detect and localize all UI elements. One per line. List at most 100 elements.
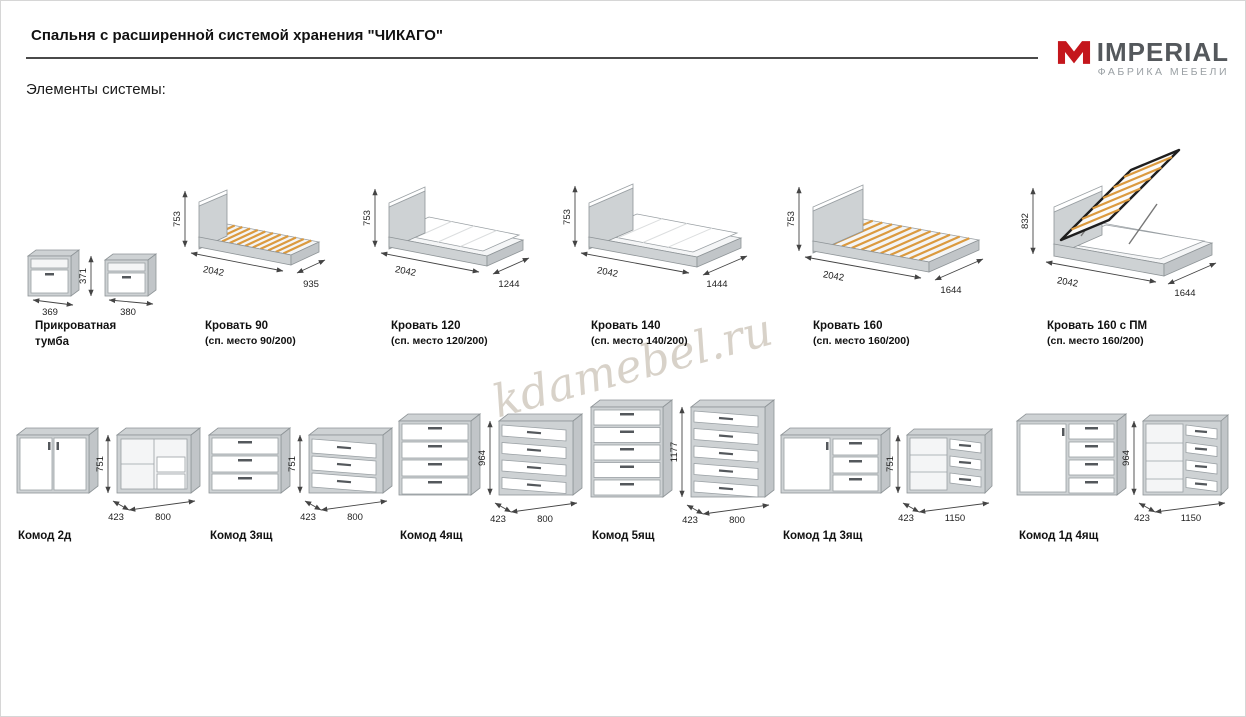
product-dresser-4dr: 964 423 800 Комод 4ящ	[395, 403, 590, 545]
product-subtitle: (сп. место 160/200)	[813, 334, 910, 347]
dim-length-label: 2042	[822, 269, 845, 284]
dim-depth-label: 423	[490, 514, 506, 525]
header-divider	[26, 57, 1038, 59]
dresser-1d-3dr-drawing: 751 423 1150	[779, 427, 994, 524]
bed-geometry	[387, 186, 525, 267]
dim-width-label: 935	[303, 279, 319, 290]
product-subtitle: (сп. место 120/200)	[391, 334, 488, 347]
bed-geometry	[811, 184, 981, 273]
dim-height-label: 753	[786, 211, 797, 227]
dimension-lines: 964 423 1150	[1121, 420, 1226, 524]
dim-height-label: 371	[78, 268, 89, 284]
dim-depth-label: 423	[300, 512, 316, 523]
dresser-1d-4dr-drawing: 964 423 1150	[1015, 413, 1230, 524]
bed-geometry	[587, 183, 743, 268]
dim-width-label: 1644	[940, 285, 961, 296]
brand-logo: IMPERIAL ФАБРИКА МЕБЕЛИ	[1049, 39, 1229, 78]
product-title: Комод 1д 4ящ	[1019, 530, 1099, 542]
page-title: Спальня с расширенной системой хранения …	[31, 27, 444, 44]
dresser-geometry	[1015, 413, 1230, 496]
dim-width-label: 1444	[706, 279, 727, 290]
dimension-lines: 371 369 380	[32, 255, 154, 318]
dim-length-label: 2042	[596, 265, 619, 280]
dim-width-label: 800	[347, 512, 363, 523]
product-dresser-1d-3dr: 751 423 1150 Комод 1д 3ящ	[779, 417, 994, 545]
product-bed-120: 753 2042 1244 Кровать 120 (сп. место 120…	[359, 181, 539, 348]
product-bed-90: 753 2042 935 Кровать 90 (сп. место 90/20…	[169, 181, 339, 348]
dim-width-label: 800	[537, 514, 553, 525]
bed-120-drawing: 753 2042 1244	[362, 186, 530, 290]
dimension-lines: 751 423 800	[95, 434, 196, 523]
dim-height-label: 751	[885, 456, 896, 472]
product-title: Комод 4ящ	[400, 530, 463, 542]
dim-height-label: 753	[562, 209, 573, 225]
dresser-3dr-drawing: 751 423 800	[207, 427, 394, 523]
dim-height-label: 832	[1020, 213, 1031, 229]
brand-tagline: ФАБРИКА МЕБЕЛИ	[1097, 66, 1229, 78]
product-subtitle: (сп. место 140/200)	[591, 334, 688, 347]
dim-width-label: 1644	[1174, 288, 1195, 299]
dresser-geometry	[397, 413, 584, 496]
dim-height-label: 753	[172, 211, 183, 227]
dim-length-label: 2042	[202, 264, 225, 279]
dim-width-label: 800	[155, 512, 171, 523]
product-title: Кровать 160 с ПМ	[1047, 320, 1148, 332]
dimension-lines: 753 2042 1644	[786, 186, 984, 296]
dimension-lines: 832 2042 1644	[1020, 187, 1217, 299]
product-title: Комод 1д 3ящ	[783, 530, 863, 542]
product-subtitle: (сп. место 160/200)	[1047, 334, 1144, 347]
product-dresser-1d-4dr: 964 423 1150 Комод 1д 4ящ	[1015, 403, 1230, 545]
dimension-lines: 753 2042 935	[172, 190, 326, 290]
dimension-lines: 964 423 800	[477, 420, 578, 525]
product-title: Прикроватная	[35, 320, 117, 332]
product-title: Комод 3ящ	[210, 530, 273, 542]
dimension-lines: 753 2042 1244	[362, 188, 530, 290]
dim-height-label: 1177	[669, 442, 680, 462]
dresser-5dr-drawing: 1177 423 800	[589, 399, 776, 525]
dim-height-label: 751	[287, 456, 298, 472]
product-title-line2: тумба	[35, 335, 70, 348]
product-bed-160: 753 2042 1644 Кровать 160 (сп. место 160…	[783, 181, 988, 348]
product-title: Комод 2д	[18, 530, 72, 542]
dim-width-label: 1150	[1181, 513, 1201, 524]
dim-width-label: 1244	[498, 279, 519, 290]
bed-160-drawing: 753 2042 1644	[786, 184, 984, 296]
dim-width-label: 1150	[945, 513, 965, 524]
dimension-lines: 751 423 1150	[885, 434, 990, 524]
product-bed-160-pm: 832 2042 1644 Кровать 160 с ПМ (сп. мест…	[1009, 136, 1244, 348]
product-title: Кровать 90	[205, 320, 269, 332]
bed-geometry	[197, 189, 321, 266]
dimension-lines: 1177 423 800	[669, 406, 770, 525]
product-bed-140: 753 2042 1444 Кровать 140 (сп. место 140…	[559, 181, 754, 348]
dresser-4dr-drawing: 964 423 800	[397, 413, 584, 525]
product-dresser-2d: 751 423 800 Комод 2д	[13, 417, 208, 545]
dim-height-label: 751	[95, 456, 106, 472]
dimension-lines: 753 2042 1444	[562, 185, 748, 290]
bed-geometry	[1052, 148, 1214, 277]
dim-depth-label: 423	[108, 512, 124, 523]
dresser-2d-drawing: 751 423 800	[15, 427, 202, 523]
dim-depth-label: 423	[1134, 513, 1150, 524]
product-title: Кровать 140	[591, 320, 661, 332]
dim-height-label: 964	[477, 450, 488, 466]
section-heading: Элементы системы:	[26, 81, 166, 98]
product-dresser-5dr: 1177 423 800 Комод 5ящ	[587, 389, 782, 545]
product-subtitle: (сп. место 90/200)	[205, 334, 296, 347]
dim-depth-label: 423	[898, 513, 914, 524]
dim-width-label: 380	[120, 307, 136, 318]
bed-140-drawing: 753 2042 1444	[562, 183, 748, 290]
dresser-geometry	[779, 427, 994, 494]
product-title: Кровать 160	[813, 320, 883, 332]
product-title: Комод 5ящ	[592, 530, 655, 542]
dim-height-label: 964	[1121, 450, 1132, 466]
dim-length-label: 2042	[1056, 275, 1079, 290]
brand-name: IMPERIAL	[1096, 37, 1229, 67]
dim-width-label: 369	[42, 307, 58, 318]
dresser-geometry	[207, 427, 394, 494]
dim-length-label: 2042	[394, 264, 417, 279]
product-nightstand: 371 369 380 Прикроватная тумба	[23, 236, 173, 350]
dresser-geometry	[589, 399, 776, 498]
dim-height-label: 753	[362, 210, 373, 226]
imperial-m-icon	[1057, 40, 1090, 64]
